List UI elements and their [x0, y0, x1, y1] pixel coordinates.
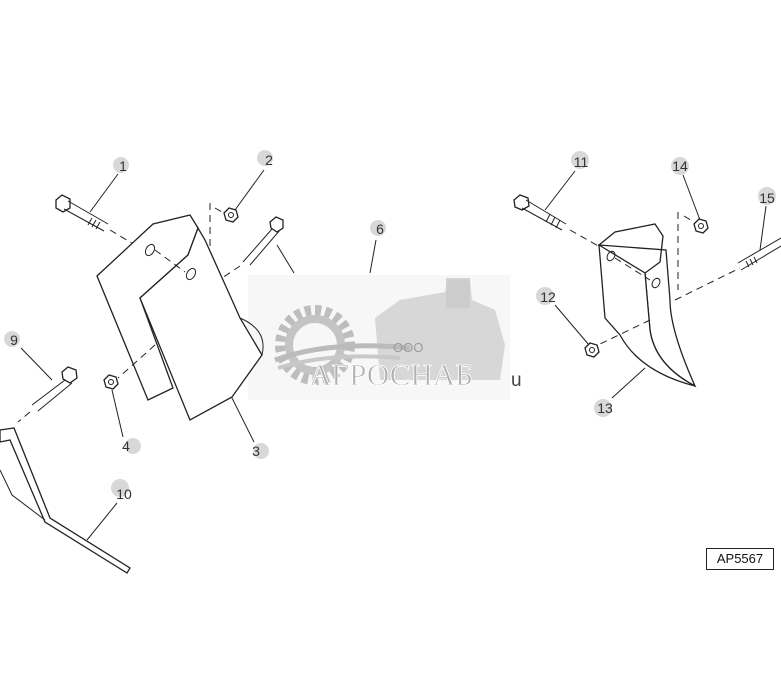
sweep-blade-10 — [0, 427, 131, 574]
callout-2: 2 — [257, 150, 273, 168]
callout-1: 1 — [113, 157, 129, 174]
svg-text:15: 15 — [759, 190, 775, 206]
bolt-5 — [242, 216, 284, 266]
bolt-1 — [55, 194, 109, 232]
callout-9: 9 — [4, 331, 20, 348]
svg-text:1: 1 — [119, 158, 127, 174]
callout-11: 11 — [571, 151, 589, 170]
nut-4 — [103, 374, 119, 390]
watermark-logo: ООО АГРОСНАБ — [248, 275, 510, 400]
callout-14: 14 — [671, 157, 689, 175]
callout-15: 15 — [758, 187, 776, 206]
shovel-13 — [597, 223, 697, 388]
bolt-9 — [31, 366, 78, 412]
svg-text:10: 10 — [116, 486, 132, 502]
nut-12 — [584, 342, 600, 358]
nut-14 — [693, 218, 709, 234]
svg-text:9: 9 — [10, 332, 18, 348]
reference-code-label: AP5567 — [706, 548, 774, 570]
mounting-plate-3 — [96, 214, 264, 421]
svg-text:3: 3 — [252, 443, 260, 459]
leader-lines — [20, 169, 767, 541]
callout-12: 12 — [536, 287, 556, 305]
callout-3: 3 — [252, 443, 269, 459]
callout-6: 6 — [370, 220, 386, 237]
callout-10: 10 — [111, 479, 132, 502]
bolt-11 — [513, 194, 567, 231]
stray-glyph: u — [511, 370, 522, 391]
combine-harvester-silhouette — [375, 278, 505, 380]
nut-2 — [223, 207, 239, 223]
svg-text:6: 6 — [376, 221, 384, 237]
callout-4: 4 — [122, 438, 141, 454]
svg-text:12: 12 — [540, 289, 556, 305]
watermark-prefix: ООО — [393, 340, 423, 355]
svg-text:2: 2 — [265, 152, 273, 168]
callout-13: 13 — [594, 399, 613, 417]
bolt-15 — [737, 237, 781, 271]
svg-text:4: 4 — [122, 438, 130, 454]
svg-text:13: 13 — [597, 400, 613, 416]
svg-text:11: 11 — [574, 154, 589, 170]
svg-text:14: 14 — [672, 158, 688, 174]
watermark-company-name: АГРОСНАБ — [309, 357, 473, 392]
